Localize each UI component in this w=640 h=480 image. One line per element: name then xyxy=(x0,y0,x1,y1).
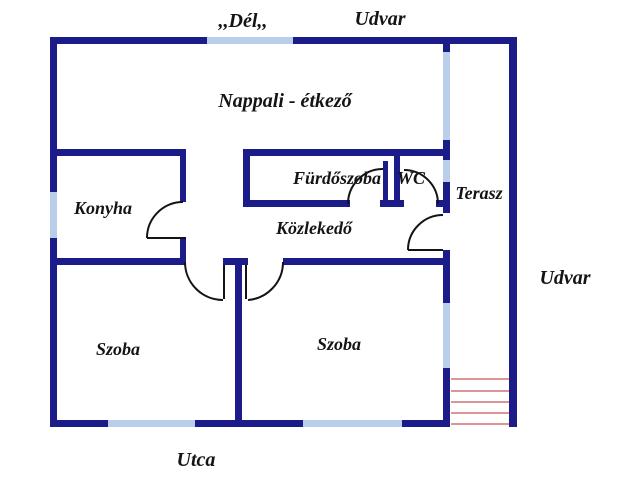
wall-wc-bottom-right xyxy=(436,200,450,207)
door-arc-room-right xyxy=(247,261,285,301)
door-arc-room-left xyxy=(184,261,224,301)
wall-bedroom-divider xyxy=(235,258,242,420)
wall-inner-right-seg2 xyxy=(443,140,450,160)
wall-right-exterior xyxy=(509,37,517,427)
room-label-kitchen: Konyha xyxy=(73,198,133,218)
window-terrace-wc xyxy=(443,160,450,182)
wall-kitchen-right-stub xyxy=(180,149,186,202)
wall-bathroom-top xyxy=(243,149,443,156)
stairs xyxy=(451,378,509,425)
room-label-room-right: Szoba xyxy=(316,334,362,354)
window-bottom-room-right xyxy=(303,420,402,427)
window-terrace-room-right xyxy=(443,303,450,368)
label-yard-right: Udvar xyxy=(539,267,591,289)
wall-inner-right-seg3 xyxy=(443,182,450,213)
door-arc-bathroom xyxy=(347,168,384,205)
wall-mid-left xyxy=(50,258,186,265)
wall-bathroom-bottom xyxy=(243,200,350,207)
label-street: Utca xyxy=(176,449,216,471)
wall-bathroom-wc-divider-b xyxy=(394,156,400,204)
window-bottom-room-left xyxy=(108,420,195,427)
wall-kitchen-right-lower xyxy=(180,238,186,265)
door-arc-kitchen xyxy=(146,201,184,239)
room-label-bathroom: Fürdőszoba xyxy=(292,168,382,188)
room-label-living-dining: Nappali - étkező xyxy=(218,90,352,112)
windows xyxy=(50,37,450,427)
wall-kitchen-top xyxy=(57,149,186,156)
room-label-hallway: Közlekedő xyxy=(276,218,352,238)
window-top-living xyxy=(207,37,293,44)
window-terrace-living xyxy=(443,52,450,140)
wall-inner-right-seg4 xyxy=(443,250,450,303)
door-arc-wc xyxy=(403,169,439,205)
wall-mid-right xyxy=(283,258,443,265)
doors xyxy=(146,168,444,301)
wall-bathroom-left xyxy=(243,149,250,207)
wall-bathroom-wc-divider-a xyxy=(383,161,388,204)
label-south: ,,Dél,, xyxy=(218,10,268,32)
wall-wc-bottom-left xyxy=(380,200,404,207)
room-label-wc: WC xyxy=(396,168,426,188)
window-left-kitchen xyxy=(50,192,57,238)
door-arc-terrace xyxy=(407,214,444,251)
wall-bottom-exterior xyxy=(50,420,450,427)
room-label-room-left: Szoba xyxy=(95,339,141,359)
room-label-terrace: Terasz xyxy=(455,183,503,203)
label-yard-top: Udvar xyxy=(354,8,406,30)
wall-inner-right-seg5 xyxy=(443,368,450,425)
wall-inner-right-seg1 xyxy=(443,43,450,52)
